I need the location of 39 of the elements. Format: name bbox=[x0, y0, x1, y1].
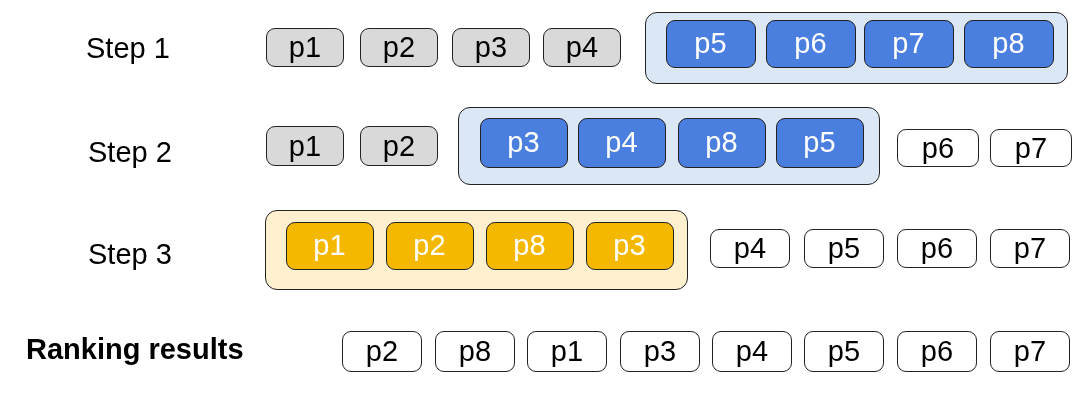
item-box: p2 bbox=[360, 126, 438, 166]
item-box: p7 bbox=[863, 19, 954, 68]
window-band bbox=[458, 107, 880, 185]
item-box: p2 bbox=[342, 331, 422, 372]
row-heading: Ranking results bbox=[26, 332, 244, 366]
item-box: p2 bbox=[385, 221, 474, 270]
item-box: p7 bbox=[990, 331, 1070, 372]
item-box: p4 bbox=[543, 28, 621, 67]
item-box: p2 bbox=[360, 28, 438, 67]
item-box: p8 bbox=[435, 331, 515, 372]
item-box: p5 bbox=[804, 229, 884, 268]
item-box: p3 bbox=[479, 117, 568, 168]
item-box: p4 bbox=[712, 331, 792, 372]
step-label: Step 1 bbox=[86, 31, 170, 65]
item-box: p3 bbox=[452, 28, 530, 67]
item-box: p1 bbox=[266, 28, 344, 67]
item-box: p5 bbox=[775, 117, 864, 168]
item-box: p7 bbox=[990, 229, 1070, 268]
item-box: p6 bbox=[765, 19, 856, 68]
item-box: p1 bbox=[285, 221, 374, 270]
item-box: p7 bbox=[990, 129, 1072, 167]
item-box: p3 bbox=[585, 221, 674, 270]
window-band bbox=[265, 210, 688, 290]
item-box: p6 bbox=[897, 331, 977, 372]
item-box: p3 bbox=[620, 331, 700, 372]
item-box: p6 bbox=[897, 229, 977, 268]
item-box: p4 bbox=[710, 229, 790, 268]
item-box: p4 bbox=[577, 117, 666, 168]
item-box: p1 bbox=[266, 126, 344, 166]
item-box: p8 bbox=[963, 19, 1054, 68]
item-box: p1 bbox=[527, 331, 607, 372]
item-box: p8 bbox=[485, 221, 574, 270]
item-box: p8 bbox=[677, 117, 766, 168]
window-band bbox=[645, 12, 1068, 84]
item-box: p6 bbox=[897, 129, 979, 167]
step-label: Step 2 bbox=[88, 135, 172, 169]
item-box: p5 bbox=[665, 19, 756, 68]
item-box: p5 bbox=[804, 331, 884, 372]
step-label: Step 3 bbox=[88, 237, 172, 271]
